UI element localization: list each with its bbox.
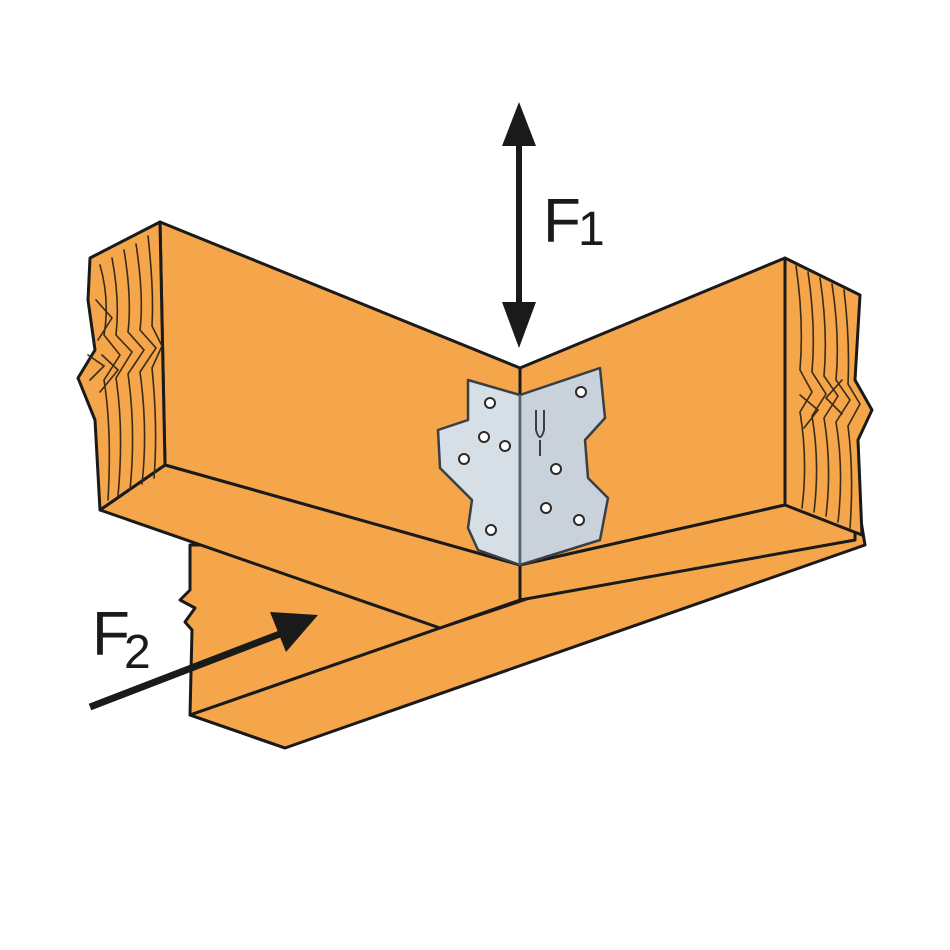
f1-label-main: F	[543, 187, 581, 256]
f2-label-main: F	[92, 600, 130, 669]
left-joist-end-grain	[76, 220, 167, 512]
left-joist-grain-lines	[87, 235, 163, 501]
f2-arrow-head	[270, 612, 318, 652]
f2-label: F 2	[92, 600, 151, 679]
f1-arrow	[502, 102, 536, 348]
connector-nail-holes	[458, 386, 587, 536]
f2-arrow	[88, 612, 318, 711]
f1-arrow-head-up	[502, 102, 536, 146]
lower-beam-edge-line	[189, 713, 286, 750]
right-joist-grain-lines	[795, 265, 861, 529]
right-joist-end-grain	[783, 256, 874, 537]
f2-arrow-shaft	[88, 628, 287, 711]
connector-slot	[535, 410, 545, 438]
connector-right-flange	[518, 366, 610, 567]
f2-label-subscript: 2	[124, 626, 151, 679]
f1-label-subscript: 1	[578, 203, 605, 256]
left-joist	[76, 220, 522, 630]
f1-arrow-head-down	[502, 302, 536, 348]
framing-angle-connector-icon	[436, 366, 610, 567]
f1-label: F 1	[543, 187, 605, 256]
